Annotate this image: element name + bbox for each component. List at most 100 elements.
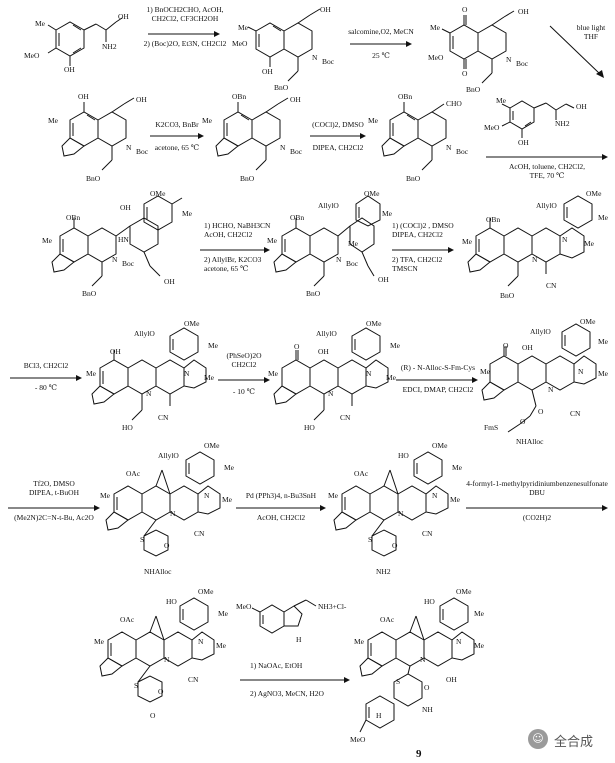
label-me: Me — [386, 373, 396, 382]
label-o: O — [538, 407, 544, 416]
label-oh: OH — [378, 275, 389, 284]
label-me: Me — [94, 637, 104, 646]
condition-line: TMSCN — [392, 263, 418, 273]
reaction-arrow-14 — [466, 505, 608, 511]
label-allylo: AllylO — [158, 451, 179, 460]
label-oh: OH — [446, 675, 457, 684]
conditions-11: (R) - N-Alloc-S-Fm-Cys — [394, 363, 482, 373]
molecule-3-quinone — [422, 5, 532, 95]
label-n: N — [562, 235, 568, 244]
molecule-14-free-amine — [328, 440, 464, 580]
label-o: O — [164, 541, 170, 550]
label-n: N — [126, 143, 132, 152]
label-oh: OH — [164, 277, 175, 286]
label-me: Me — [382, 209, 392, 218]
condition-line: blue light — [576, 23, 606, 32]
conditions-6: AcOH, toluene, CH2Cl2, TFE, 70 ℃ — [486, 162, 608, 180]
label-cn: CN — [158, 413, 169, 422]
label-bno: BnO — [500, 291, 515, 300]
label-meo: MeO — [232, 39, 248, 48]
label-o: O — [294, 342, 300, 351]
label-ho: HO — [398, 451, 409, 460]
label-nh: NH — [422, 705, 433, 714]
label-ome: OMe — [366, 319, 382, 328]
molecule-1-amino-alcohol — [18, 8, 128, 83]
label-n: N — [432, 491, 438, 500]
conditions-4: K2CO3, BnBr — [146, 120, 208, 130]
label-me: Me — [584, 239, 594, 248]
reaction-arrow-5 — [310, 133, 366, 139]
label-me: Me — [268, 369, 278, 378]
condition-line: (Me2N)2C=N-t-Bu, Ac2O — [14, 513, 94, 522]
molecule-7-coupled-amine — [36, 190, 196, 302]
molecule-13-macrocycle-alloc — [100, 440, 236, 580]
label-obn: OBn — [486, 215, 501, 224]
label-oac: OAc — [126, 469, 141, 478]
label-oh: OH — [320, 5, 331, 14]
label-me: Me — [238, 23, 248, 32]
label-o: O — [150, 711, 156, 720]
condition-line: salcomine,O2, MeCN — [348, 27, 414, 36]
label-o: O — [424, 683, 430, 692]
label-n: N — [446, 143, 452, 152]
label-me: Me — [100, 491, 110, 500]
label-s: S — [396, 677, 401, 686]
label-n: N — [184, 369, 190, 378]
condition-line: Pd (PPh3)4, n-Bu3SnH — [245, 491, 317, 500]
condition-line: CH2Cl2 — [231, 359, 257, 369]
conditions-1b: 2) (Boc)2O, Et3N, CH2Cl2 — [140, 39, 230, 49]
reaction-arrow-9 — [10, 375, 82, 381]
label-meo: MeO — [24, 51, 40, 60]
condition-line: - 80 ℃ — [34, 383, 58, 392]
label-allylo: AllylO — [316, 329, 337, 338]
molecule-8-allyl-ether — [262, 190, 392, 302]
label-o: O — [392, 541, 398, 550]
label-meo: MeO — [484, 123, 500, 132]
reaction-arrow-7 — [200, 247, 270, 253]
condition-line: AcOH, CH2Cl2 — [204, 229, 253, 239]
label-obn: OBn — [66, 213, 81, 222]
label-me: Me — [48, 116, 58, 125]
conditions-10: (PhSeO)2O CH2Cl2 — [214, 351, 274, 369]
conditions-5b: DIPEA, CH2Cl2 — [306, 143, 370, 153]
label-oh: OH — [118, 12, 129, 21]
label-me: Me — [598, 337, 608, 346]
condition-line: (PhSeO)2O — [226, 351, 262, 360]
molecule-6-aldehyde — [362, 92, 472, 188]
condition-line: DIPEA, t-BuOH — [29, 487, 79, 497]
condition-line: Tf2O, DMSO — [33, 479, 75, 488]
condition-line: (COCl)2, DMSO — [312, 120, 364, 129]
label-boc: Boc — [516, 59, 529, 68]
conditions-8b: 2) TFA, CH2Cl2 TMSCN — [392, 255, 458, 273]
condition-line: 25 ℃ — [372, 51, 390, 60]
label-n: N — [204, 491, 210, 500]
compound-number: 9 — [416, 748, 422, 760]
condition-line: 2) TFA, CH2Cl2 — [392, 255, 443, 264]
conditions-11b: EDCI, DMAP, CH2Cl2 — [394, 385, 482, 395]
label-ome: OMe — [364, 189, 380, 198]
condition-line: 1) BnOCH2CHO, AcOH, — [146, 5, 224, 14]
molecule-15-ketone — [94, 586, 230, 726]
molecule-amino-alcohol-reagent — [486, 94, 596, 150]
molecule-4-dioxole-phenol — [42, 92, 152, 188]
label-me: Me — [354, 637, 364, 646]
condition-line: (R) - N-Alloc-S-Fm-Cys — [400, 363, 476, 372]
label-oh: OH — [576, 102, 587, 111]
label-me: Me — [204, 373, 214, 382]
label-o: O — [503, 341, 509, 350]
label-ho: HO — [166, 597, 177, 606]
reaction-arrow-8 — [392, 247, 454, 253]
label-me: Me — [474, 609, 484, 618]
label-me: Me — [450, 495, 460, 504]
label-me: Me — [208, 341, 218, 350]
conditions-3: blue light THF — [568, 23, 614, 41]
label-ho: HO — [122, 423, 133, 432]
label-hn: HN — [118, 235, 129, 244]
condition-line: acetone, 65 ℃ — [154, 143, 200, 152]
molecule-10-phenol — [86, 318, 216, 440]
label-o: O — [158, 687, 164, 696]
label-meo: MeO — [236, 602, 252, 611]
label-bno: BnO — [466, 85, 481, 94]
label-ome: OMe — [184, 319, 200, 328]
label-cn: CN — [546, 281, 557, 290]
